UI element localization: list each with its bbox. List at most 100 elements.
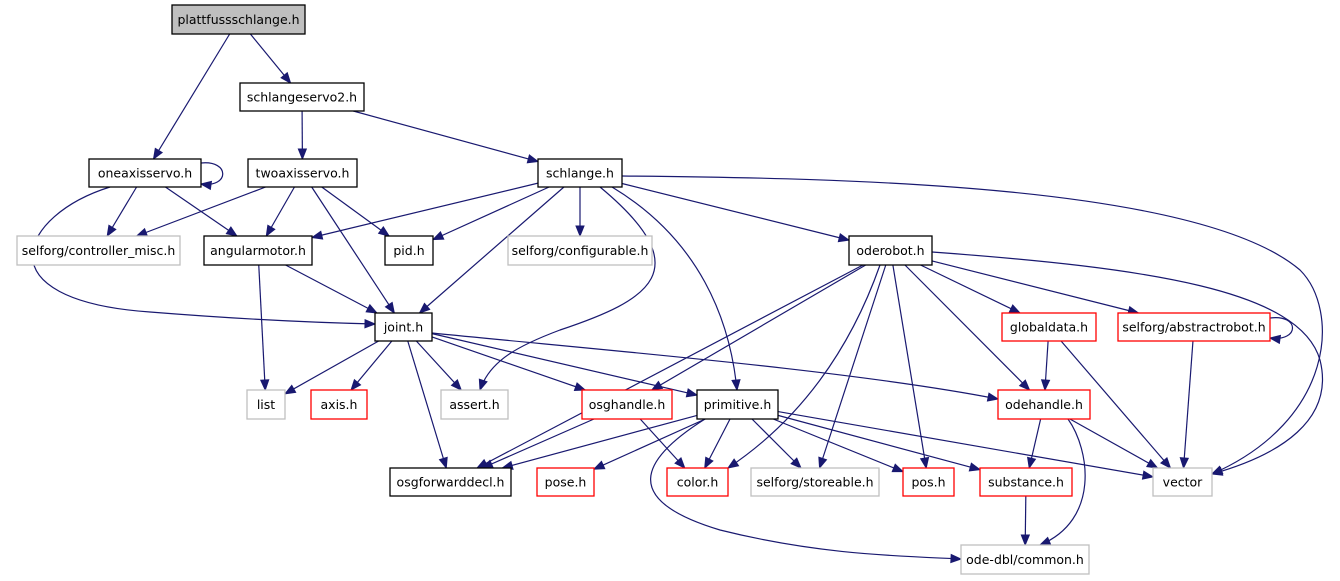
node-label: selforg/configurable.h	[512, 243, 649, 258]
node-box	[979, 467, 1073, 497]
edge-joint-to-axis	[350, 340, 393, 392]
arrowhead-icon	[438, 456, 448, 470]
edge-oderobot-to-odehandle	[904, 264, 1031, 391]
node-odehandle[interactable]: odehandle.h	[997, 389, 1091, 420]
node-label: primitive.h	[704, 397, 772, 412]
node-axis[interactable]: axis.h	[310, 389, 368, 420]
edge-line	[621, 175, 1323, 475]
node-pid[interactable]: pid.h	[384, 235, 434, 266]
edge-joint-to-assert	[415, 340, 463, 391]
arrowhead-icon	[1210, 466, 1224, 476]
edge-line	[32, 186, 376, 325]
nodes-layer: plattfussschlange.h schlangeservo2.h oneax…	[16, 4, 1271, 575]
edge-joint-to-odehandle	[431, 332, 1000, 402]
arrowhead-icon	[259, 379, 270, 392]
node-schlange[interactable]: schlange.h	[537, 158, 623, 188]
edge-globaldata-to-odehandle	[1040, 340, 1051, 392]
node-plattfussschlange[interactable]: plattfussschlange.h	[171, 4, 306, 35]
edge-oderobot-to-vector	[931, 251, 1324, 476]
edge-line	[353, 110, 539, 163]
node-osgforwarddecl[interactable]: osgforwarddecl.h	[389, 467, 512, 497]
node-storeable: selforg/storeable.h	[750, 467, 880, 497]
arrowhead-icon	[1268, 334, 1282, 345]
node-substance[interactable]: substance.h	[979, 467, 1073, 497]
node-box	[246, 389, 286, 420]
edge-line	[482, 418, 595, 469]
node-pose[interactable]: pose.h	[536, 467, 595, 497]
arrowhead-icon	[1159, 456, 1172, 470]
node-color[interactable]: color.h	[666, 467, 729, 497]
edge-line	[1269, 317, 1294, 339]
node-box	[1152, 467, 1213, 497]
node-label: vector	[1163, 475, 1204, 490]
arrowhead-icon	[365, 303, 379, 314]
edge-line	[311, 182, 539, 239]
edge-globaldata-to-vector	[1060, 340, 1172, 470]
arrowhead-icon	[891, 463, 905, 473]
edge-twoaxisservo-to-joint	[311, 186, 396, 315]
arrowhead-icon	[310, 230, 324, 240]
arrowhead-icon	[790, 457, 802, 469]
node-osghandle[interactable]: osghandle.h	[581, 389, 673, 420]
edge-angularmotor-to-list	[258, 264, 270, 392]
node-box	[666, 467, 729, 497]
edge-line	[621, 182, 850, 241]
node-box	[750, 467, 880, 497]
node-label: pos.h	[912, 475, 946, 490]
arrowhead-icon	[1027, 456, 1037, 470]
edge-oderobot-to-color	[726, 264, 881, 469]
node-label: pose.h	[545, 475, 587, 490]
arrowhead-icon	[674, 457, 686, 469]
arrowhead-icon	[1020, 534, 1031, 547]
arrowhead-icon	[968, 462, 982, 472]
edge-line	[892, 264, 927, 469]
node-joint[interactable]: joint.h	[374, 312, 433, 342]
node-box	[310, 389, 368, 420]
edge-schlange-to-primitive	[611, 186, 741, 392]
node-label: schlangeservo2.h	[247, 90, 357, 105]
edge-primitive-to-pos	[773, 418, 905, 473]
node-oneaxisservo[interactable]: oneaxisservo.h	[88, 158, 202, 188]
edge-line	[311, 186, 395, 314]
edge-plattfussschlange-to-oneaxisservo	[152, 33, 231, 161]
node-box	[171, 4, 306, 35]
node-twoaxisservo[interactable]: twoaxisservo.h	[247, 158, 358, 188]
node-angularmotor[interactable]: angularmotor.h	[203, 235, 313, 266]
node-schlangeservo2[interactable]: schlangeservo2.h	[239, 82, 365, 112]
node-box	[16, 235, 181, 266]
node-pos[interactable]: pos.h	[902, 467, 955, 497]
edge-osghandle-to-color	[639, 418, 686, 469]
edge-abstractrobot-to-abstractrobot	[1268, 317, 1294, 345]
edge-joint-to-list	[283, 340, 379, 395]
node-box	[848, 235, 933, 266]
arrowhead-icon	[1179, 457, 1190, 470]
arrowhead-icon	[135, 227, 149, 237]
node-oderobot[interactable]: oderobot.h	[848, 235, 933, 266]
edge-line	[249, 33, 291, 84]
node-label: odehandle.h	[1005, 397, 1083, 412]
edge-line	[920, 264, 1021, 314]
arrowhead-icon	[152, 147, 164, 161]
edge-line	[431, 332, 999, 400]
node-abstractrobot[interactable]: selforg/abstractrobot.h	[1117, 312, 1271, 342]
node-label: globaldata.h	[1010, 320, 1088, 335]
node-box	[389, 467, 512, 497]
edge-substance-to-common	[1020, 495, 1031, 547]
arrowhead-icon	[431, 230, 445, 241]
edge-schlange-to-angularmotor	[310, 182, 539, 240]
arrowhead-icon	[731, 379, 741, 392]
node-label: plattfussschlange.h	[177, 12, 299, 27]
edge-oderobot-to-globaldata	[920, 264, 1022, 314]
edge-schlange-to-pid	[431, 186, 550, 241]
node-globaldata[interactable]: globaldata.h	[1001, 312, 1097, 342]
arrowhead-icon	[450, 379, 463, 391]
node-label: osghandle.h	[589, 397, 666, 412]
node-box	[696, 389, 779, 420]
node-box	[960, 544, 1090, 575]
node-box	[88, 158, 202, 188]
node-primitive[interactable]: primitive.h	[696, 389, 779, 420]
arrowhead-icon	[919, 456, 930, 470]
edge-line	[650, 418, 962, 560]
edge-primitive-to-common	[650, 418, 963, 564]
edge-joint-to-primitive	[431, 333, 699, 398]
